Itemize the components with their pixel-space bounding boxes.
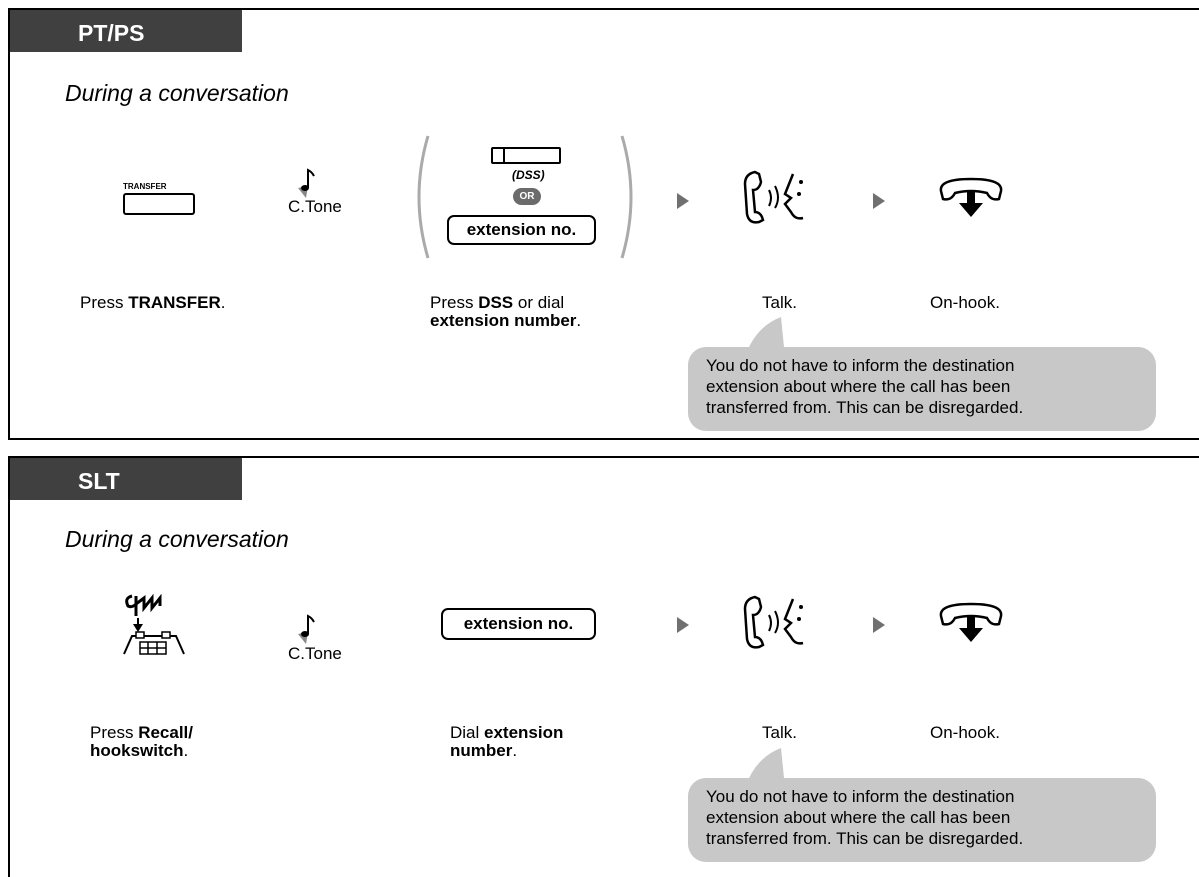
- step-on-hook: On-hook.: [930, 723, 1000, 742]
- step-press-dss: Press DSS or dial extension number.: [430, 293, 582, 330]
- note-callout: You do not have to inform the destinatio…: [688, 347, 1156, 431]
- option-brackets: [417, 135, 633, 259]
- section-tab: PT/PS: [10, 10, 242, 52]
- music-note-icon: [298, 614, 315, 644]
- section-heading: During a conversation: [65, 80, 289, 106]
- note-callout: You do not have to inform the destinatio…: [688, 778, 1156, 862]
- step-press-transfer: Press TRANSFER.: [80, 293, 226, 312]
- triangle-right-icon: [873, 617, 885, 633]
- dss-key-icon: [491, 147, 561, 164]
- handset-onhook-icon: [939, 177, 1003, 217]
- section-tab: SLT: [10, 458, 242, 500]
- extension-number-key: extension no.: [441, 608, 596, 640]
- section-heading: During a conversation: [65, 526, 289, 552]
- handset-talk-icon: [743, 595, 804, 649]
- extension-number-key: extension no.: [447, 215, 596, 245]
- step-on-hook: On-hook.: [930, 293, 1000, 312]
- triangle-right-icon: [873, 193, 885, 209]
- handset-talk-icon: [743, 170, 804, 224]
- step-dial-extension: Dial extension number.: [450, 723, 564, 760]
- transfer-key-icon: [123, 193, 195, 215]
- step-talk: Talk.: [762, 293, 797, 312]
- dss-label: (DSS): [512, 168, 545, 182]
- slt-section: SLT During a conversation C.Tone extensi…: [8, 456, 1199, 877]
- confirmation-tone-label: C.Tone: [288, 644, 342, 663]
- or-badge: OR: [513, 188, 541, 205]
- handset-onhook-icon: [939, 602, 1003, 642]
- triangle-right-icon: [677, 617, 689, 633]
- pt-ps-section: PT/PS During a conversation TRANSFER C.T…: [8, 8, 1199, 440]
- step-talk: Talk.: [762, 723, 797, 742]
- step-press-recall-hookswitch: Press Recall/ hookswitch.: [90, 723, 193, 760]
- triangle-right-icon: [677, 193, 689, 209]
- hookswitch-press-icon: [123, 594, 185, 655]
- confirmation-tone-label: C.Tone: [288, 197, 342, 216]
- transfer-key-label: TRANSFER: [123, 182, 167, 191]
- music-note-icon: [298, 168, 315, 198]
